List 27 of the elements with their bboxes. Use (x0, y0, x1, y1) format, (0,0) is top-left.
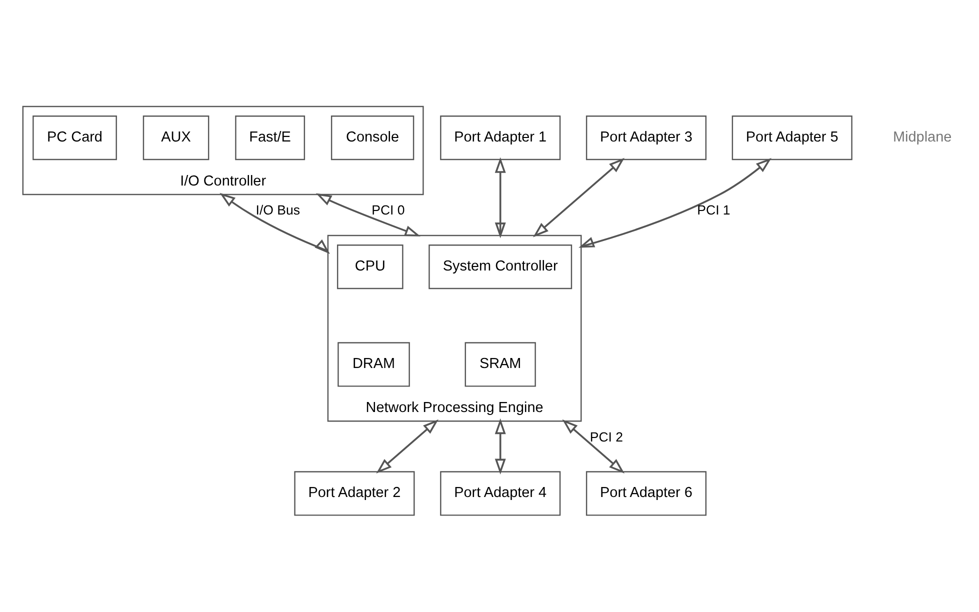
node-box: Fast/E (235, 116, 306, 160)
arrow (220, 192, 330, 254)
node-box: Port Adapter 6 (586, 471, 707, 516)
arrow (494, 418, 506, 474)
edge-label: PCI 2 (590, 429, 624, 444)
node-box: DRAM (338, 342, 410, 387)
edge-label: PCI 1 (697, 202, 730, 218)
edge-label: I/O Bus (256, 202, 300, 218)
arrow (316, 193, 421, 236)
node-box: AUX (142, 116, 210, 160)
node-box: Port Adapter 4 (440, 471, 561, 516)
node-box: PC Card (32, 116, 117, 160)
node-box: Port Adapter 1 (440, 116, 561, 160)
node-box: Port Adapter 3 (586, 116, 707, 160)
node-box: System Controller (428, 244, 572, 290)
arrow (494, 157, 506, 238)
label: Midplane (892, 130, 952, 146)
arrow (533, 158, 625, 238)
node-box: Console (330, 116, 414, 160)
node-box: Port Adapter 5 (732, 116, 852, 160)
arrow (562, 419, 625, 474)
edge-label: PCI 0 (372, 202, 405, 218)
node-box: Port Adapter 2 (294, 471, 415, 516)
node-box: SRAM (464, 342, 536, 387)
node-box: CPU (336, 244, 404, 290)
arrow (376, 419, 439, 474)
arrow (578, 158, 772, 248)
